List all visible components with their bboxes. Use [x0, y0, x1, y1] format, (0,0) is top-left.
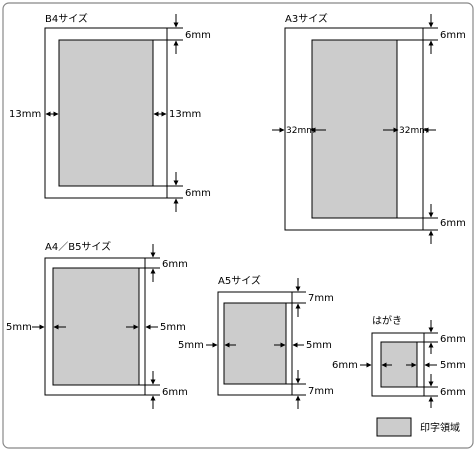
- a3-diagram: A3サイズ 6mm 6mm 32mm 32mm: [272, 12, 466, 244]
- a3-print-area: [311, 39, 398, 219]
- a5-right-label: 5mm: [306, 340, 332, 351]
- a5-bottom-label: 7mm: [308, 386, 334, 397]
- a5-diagram: A5サイズ 7mm 7mm 5mm 5mm: [178, 274, 334, 409]
- postcard-title: はがき: [372, 314, 402, 327]
- legend: 印字領域: [376, 417, 460, 437]
- postcard-right-label: 5mm: [440, 360, 466, 371]
- postcard-diagram: はがき 6mm 6mm 6mm 5mm: [332, 314, 466, 408]
- a5-title: A5サイズ: [218, 274, 261, 287]
- postcard-bottom-label: 6mm: [440, 387, 466, 398]
- b4-bottom-label: 6mm: [185, 188, 211, 199]
- a4b5-bottom-label: 6mm: [162, 387, 188, 398]
- b4-diagram: B4サイズ 6mm 6mm 13mm 13mm: [9, 12, 211, 212]
- b4-title: B4サイズ: [45, 12, 88, 25]
- b4-left-label: 13mm: [9, 109, 41, 120]
- a3-right-label: 32mm: [399, 126, 428, 136]
- a3-title: A3サイズ: [285, 12, 328, 25]
- legend-label: 印字領域: [420, 421, 460, 434]
- a4b5-title: A4／B5サイズ: [45, 240, 111, 253]
- postcard-left-label: 6mm: [332, 360, 358, 371]
- postcard-top-label: 6mm: [440, 334, 466, 345]
- b4-print-area: [58, 39, 154, 187]
- a3-left-label: 32mm: [286, 126, 315, 136]
- a4b5-print-area: [52, 267, 140, 386]
- a5-print-area: [223, 302, 287, 385]
- a3-bottom-label: 6mm: [440, 218, 466, 229]
- a3-top-label: 6mm: [440, 30, 466, 41]
- legend-swatch: [376, 417, 412, 437]
- b4-top-label: 6mm: [185, 30, 211, 41]
- a4b5-left-label: 5mm: [6, 322, 32, 333]
- a4b5-top-label: 6mm: [162, 259, 188, 270]
- a4b5-right-label: 5mm: [160, 322, 186, 333]
- a5-top-label: 7mm: [308, 293, 334, 304]
- b4-right-label: 13mm: [169, 109, 201, 120]
- a5-left-label: 5mm: [178, 340, 204, 351]
- a4b5-diagram: A4／B5サイズ 6mm 6mm 5mm 5mm: [6, 240, 188, 409]
